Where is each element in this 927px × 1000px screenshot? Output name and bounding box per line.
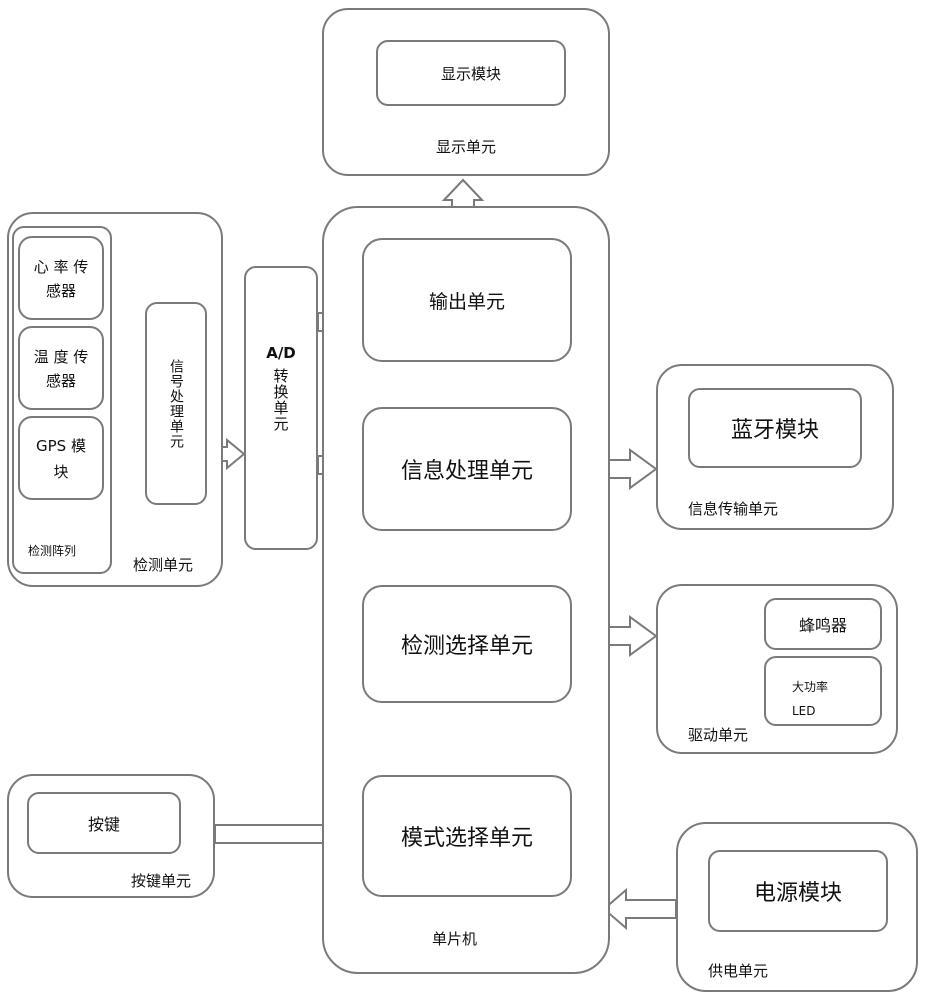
led-line2-label: LED bbox=[792, 704, 816, 718]
key-module-label: 按键 bbox=[87, 815, 120, 834]
detect-unit-label: 检测单元 bbox=[133, 556, 194, 574]
mcu-label: 单片机 bbox=[432, 930, 478, 948]
output-unit: 输出单元 bbox=[362, 238, 572, 362]
high-power-led: 大功率 LED bbox=[764, 656, 882, 726]
key-unit: 按键 按键单元 bbox=[7, 774, 215, 898]
power-module-label: 电源模块 bbox=[753, 881, 842, 906]
bluetooth-module: 蓝牙模块 bbox=[688, 388, 862, 468]
display-unit-label: 显示单元 bbox=[436, 138, 497, 156]
signal-processing-unit: 信号处理单元 bbox=[145, 302, 207, 505]
gps-module: GPS 模块 bbox=[18, 416, 104, 500]
ad-label: A/D bbox=[266, 344, 296, 362]
key-module: 按键 bbox=[27, 792, 181, 854]
display-unit: 显示模块 显示单元 bbox=[322, 8, 610, 176]
heart-rate-sensor: 心 率 传 感器 bbox=[18, 236, 104, 320]
buzzer-label: 蜂鸣器 bbox=[798, 616, 847, 635]
detect-select-unit: 检测选择单元 bbox=[362, 585, 572, 703]
ad-convert-unit: A/D 转换单元 bbox=[244, 266, 318, 550]
mode-select-unit: 模式选择单元 bbox=[362, 775, 572, 897]
detect-select-label: 检测选择单元 bbox=[400, 634, 533, 659]
led-line1-label: 大功率 bbox=[792, 680, 829, 694]
temperature-label: 温 度 传 感器 bbox=[33, 348, 89, 390]
display-module: 显示模块 bbox=[376, 40, 566, 106]
drive-unit-label: 驱动单元 bbox=[688, 726, 749, 744]
mode-select-label: 模式选择单元 bbox=[400, 826, 533, 851]
power-module: 电源模块 bbox=[708, 850, 888, 932]
gps-label: GPS 模块 bbox=[36, 437, 86, 481]
info-processing-label: 信息处理单元 bbox=[400, 459, 533, 484]
info-transfer-label: 信息传输单元 bbox=[688, 500, 779, 518]
buzzer: 蜂鸣器 bbox=[764, 598, 882, 650]
key-unit-label: 按键单元 bbox=[131, 872, 192, 890]
heart-rate-label: 心 率 传 感器 bbox=[33, 258, 89, 300]
temperature-sensor: 温 度 传 感器 bbox=[18, 326, 104, 410]
power-unit-label: 供电单元 bbox=[708, 962, 769, 980]
detect-array-label: 检测阵列 bbox=[28, 544, 77, 558]
output-unit-label: 输出单元 bbox=[428, 290, 505, 313]
ad-convert-label: 转换单元 bbox=[271, 368, 290, 432]
signal-processing-label: 信号处理单元 bbox=[168, 358, 184, 449]
power-unit: 电源模块 供电单元 bbox=[676, 822, 918, 992]
arrow-power-to-mcu bbox=[602, 887, 677, 931]
info-transfer-unit: 蓝牙模块 信息传输单元 bbox=[656, 364, 894, 530]
display-module-label: 显示模块 bbox=[440, 64, 501, 83]
info-processing-unit: 信息处理单元 bbox=[362, 407, 572, 531]
bluetooth-module-label: 蓝牙模块 bbox=[730, 418, 819, 443]
